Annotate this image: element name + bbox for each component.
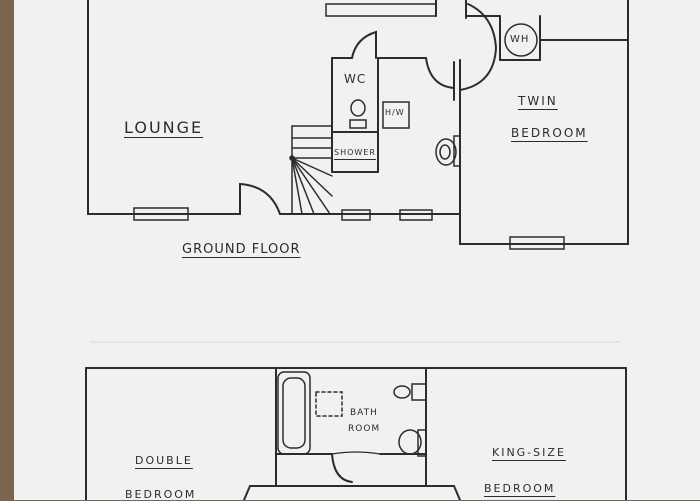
ground-floor-fixtures — [349, 99, 461, 167]
double-bedroom-label-line2: BEDROOM — [125, 488, 197, 501]
bathroom-label-line2: ROOM — [348, 424, 381, 434]
ground-floor-stairs — [289, 125, 333, 215]
twin-bedroom-label-line2: BEDROOM — [511, 126, 588, 140]
bathroom-label-line1: BATH — [350, 408, 378, 418]
ground-floor-doors — [239, 3, 629, 215]
first-floor-walls — [85, 367, 627, 500]
twin-bedroom-label-line1: TWIN — [518, 94, 558, 108]
double-bedroom-label-line1: DOUBLE — [135, 454, 193, 467]
hot-water-label: H/W — [385, 108, 405, 117]
wc-label: WC — [344, 72, 367, 86]
paper-sheet: LOUNGE WC SHOWER H/W WH TWIN BEDROOM GRO… — [14, 0, 700, 501]
lounge-label: LOUNGE — [124, 118, 204, 137]
kingsize-bedroom-label-line2: BEDROOM — [484, 482, 556, 495]
ground-floor-walls — [87, 0, 629, 250]
first-floor-fixtures — [277, 371, 427, 457]
water-heater-label: WH — [510, 34, 530, 45]
shower-label: SHOWER — [334, 148, 376, 157]
kingsize-bedroom-label-line1: KING-SIZE — [492, 446, 566, 459]
ground-floor-title: GROUND FLOOR — [182, 242, 301, 257]
floor-plan-drawing — [85, 0, 629, 500]
